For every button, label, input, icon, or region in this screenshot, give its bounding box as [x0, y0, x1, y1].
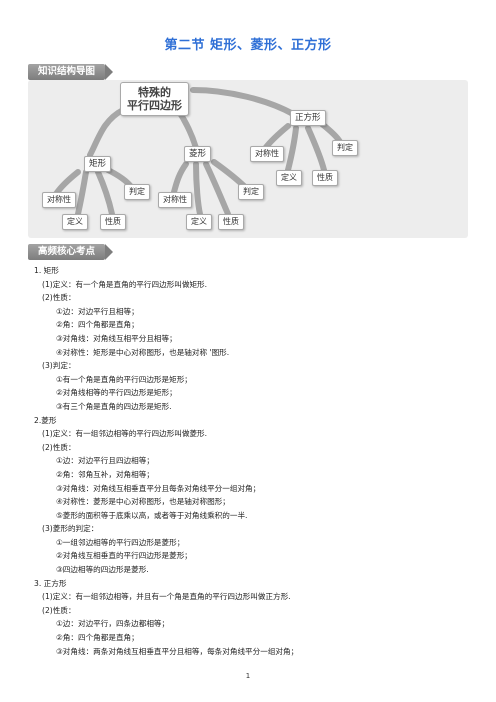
mindmap-square-definition: 定义	[276, 170, 302, 186]
section-tag-core: 高频核心考点	[28, 244, 114, 260]
page-number: 1	[245, 672, 251, 680]
content-line: 1. 矩形	[34, 266, 59, 275]
mindmap-rectangle-symmetry: 对称性	[42, 192, 76, 208]
content-line: (2)性质：	[42, 442, 76, 452]
content-line: ③对角线：对角线互相垂直平分且每条对角线平分一组对角；	[56, 483, 261, 493]
mindmap-root-line-2: 平行四边形	[127, 99, 182, 112]
mindmap-square-symmetry: 对称性	[250, 146, 284, 162]
content-line: ②角：四个角都是直角；	[56, 320, 139, 330]
content-line: ③对角线：两条对角线互相垂直平分且相等，每条对角线平分一组对角；	[56, 646, 299, 656]
mindmap-rectangle-node: 矩形	[84, 156, 112, 172]
content-line: ①边：对边平行且相等；	[56, 306, 139, 316]
mindmap-rectangle-properties: 性质	[100, 214, 126, 230]
mindmap-rhombus-node: 菱形	[184, 146, 212, 162]
content-line: (3)菱形的判定：	[42, 524, 99, 534]
content-line: (3)判定：	[42, 361, 76, 371]
content-line: ③四边相等的四边形是菱形.	[56, 565, 149, 575]
content-line: (2)性质：	[42, 293, 76, 303]
content-line: ②角：四个角都是直角；	[56, 633, 139, 643]
content-line: 3. 正方形	[34, 578, 67, 588]
page-title: 第二节 矩形、菱形、正方形	[164, 38, 332, 53]
content-line: (1)定义：有一个角是直角的平行四边形叫做矩形.	[42, 279, 208, 289]
content-line: (1)定义：有一组邻边相等，并且有一个角是直角的平行四边形叫做正方形.	[42, 592, 291, 602]
mindmap-rhombus-symmetry: 对称性	[158, 192, 192, 208]
content-line: ④对称性：矩形是中心对称图形，也是轴对称 '图形.	[56, 347, 230, 357]
mindmap-rectangle-criteria: 判定	[124, 184, 150, 200]
knowledge-mindmap: 特殊的 平行四边形 矩形 对称性 定义 性质 判定 菱形 对称性 定义 性质 判…	[28, 80, 468, 238]
content-line: ④对称性：菱形是中心对称图形，也是轴对称图形；	[56, 497, 230, 507]
content-line: ③对角线：对角线互相平分且相等；	[56, 333, 177, 343]
content-line: ①边：对边平行且四边相等；	[56, 456, 154, 466]
knowledge-points: 1. 矩形 (1)定义：有一个角是直角的平行四边形叫做矩形. (2)性质： ①边：对边…	[34, 264, 464, 658]
mindmap-rhombus-definition: 定义	[186, 214, 212, 230]
content-line: (1)定义：有一组邻边相等的平行四边形叫做菱形.	[42, 429, 208, 439]
content-line: ⑤菱形的面积等于底乘以高，或者等于对角线乘积的一半.	[56, 510, 248, 520]
content-line: ③有三个角是直角的四边形是矩形.	[56, 401, 172, 411]
content-line: ②角：邻角互补，对角相等；	[56, 469, 154, 479]
mindmap-connectors	[53, 87, 343, 217]
mindmap-rhombus-criteria: 判定	[238, 184, 264, 200]
content-line: ②对角线互相垂直的平行四边形是菱形；	[56, 551, 192, 561]
mindmap-square-properties: 性质	[312, 170, 338, 186]
mindmap-root-node: 特殊的 平行四边形	[120, 82, 189, 116]
content-line: 2.菱形	[34, 415, 57, 425]
mindmap-rhombus-properties: 性质	[218, 214, 244, 230]
mindmap-square-node: 正方形	[290, 110, 326, 126]
content-line: ①边：对边平行，四条边都相等；	[56, 619, 170, 629]
mindmap-rectangle-definition: 定义	[62, 214, 88, 230]
content-line: ②对角线相等的平行四边形是矩形；	[56, 388, 177, 398]
section-tag-structure: 知识结构导图	[28, 64, 114, 80]
content-line: (2)性质：	[42, 605, 76, 615]
mindmap-square-criteria: 判定	[332, 140, 358, 156]
content-line: ①一组邻边相等的平行四边形是菱形；	[56, 537, 185, 547]
mindmap-root-line-1: 特殊的	[138, 86, 171, 99]
content-line: ①有一个角是直角的平行四边形是矩形；	[56, 374, 192, 384]
